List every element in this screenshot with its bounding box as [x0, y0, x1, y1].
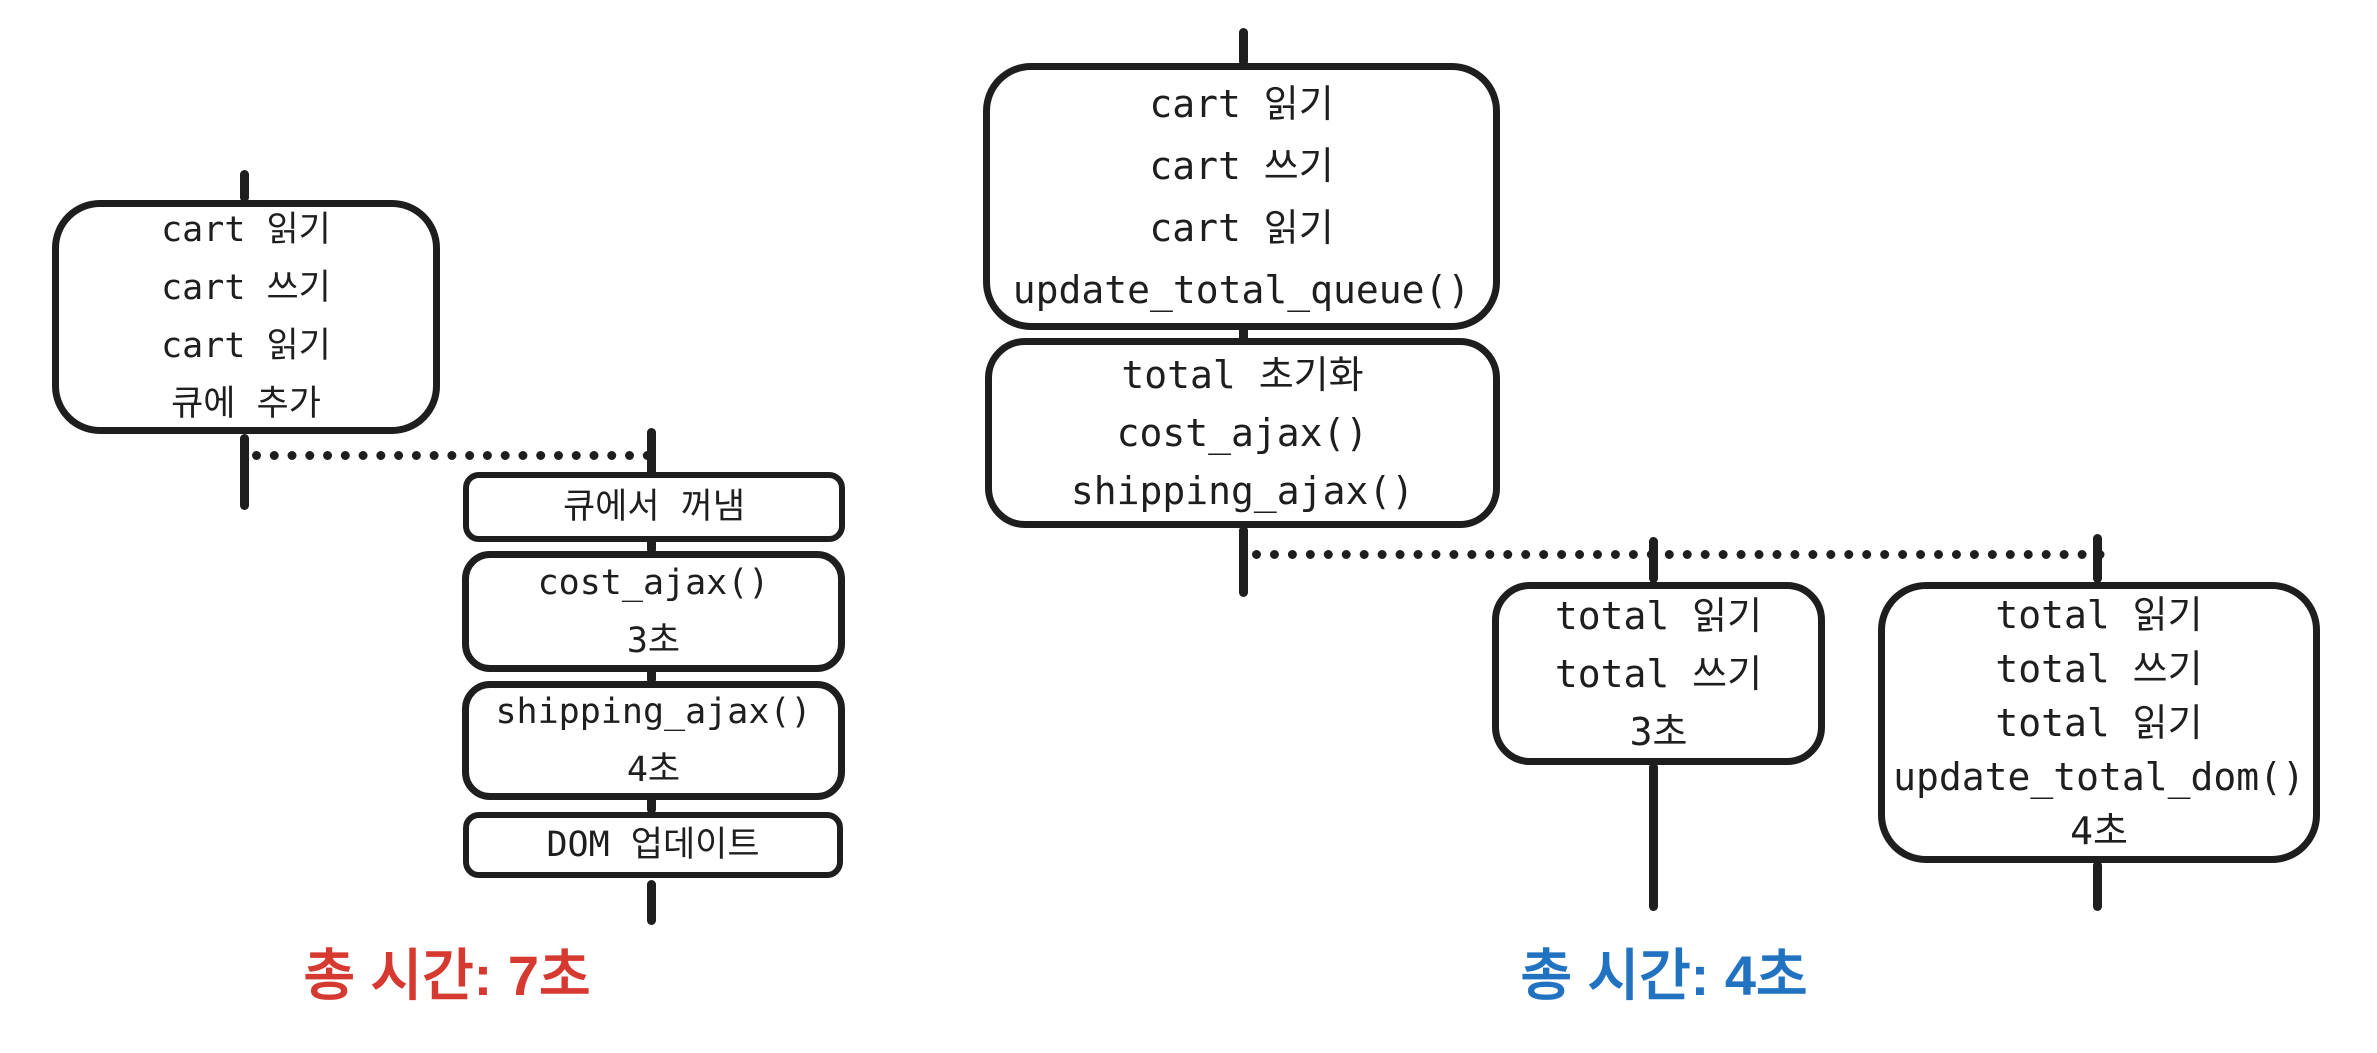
left-worker-timeline-line-bottom [647, 880, 656, 925]
box-line: 3초 [1629, 709, 1688, 754]
right-main-box-1: cart 읽기 cart 쓰기 cart 읽기 update_total_que… [983, 63, 1500, 330]
box-line: total 읽기 [1554, 593, 1763, 638]
right-main-timeline-tick-top [1239, 28, 1248, 66]
right-sync-dotted-line [1252, 550, 2105, 559]
cost-ajax-box: cost_ajax() 3초 [462, 551, 845, 672]
left-total-time-label: 총 시간: 7초 [303, 944, 591, 1007]
right-main-box-2: total 초기화 cost_ajax() shipping_ajax() [985, 338, 1500, 528]
left-worker-timeline-tick-top [647, 428, 656, 480]
box-line: cart 읽기 [161, 210, 331, 250]
left-main-timeline-tick-top [240, 170, 249, 202]
box-line: shipping_ajax() [495, 691, 812, 732]
box-line: total 쓰기 [1554, 651, 1763, 696]
box-line: total 읽기 [1995, 592, 2203, 637]
box-line: 큐에 추가 [171, 384, 321, 424]
box-line: total 읽기 [1995, 700, 2203, 745]
right-worker1-box: total 읽기 total 쓰기 3초 [1492, 582, 1825, 765]
dequeue-box: 큐에서 꺼냄 [463, 472, 845, 542]
box-line: DOM 업데이트 [546, 825, 760, 865]
left-worker-timeline-segment [647, 538, 656, 554]
shipping-ajax-box: shipping_ajax() 4초 [462, 681, 845, 800]
box-line: total 초기화 [1121, 353, 1364, 397]
box-line: total 쓰기 [1995, 646, 2203, 691]
left-worker-timeline-segment [647, 668, 656, 684]
left-sync-dotted-line [252, 451, 652, 460]
right-worker2-timeline-line-bottom [2093, 861, 2102, 911]
box-line: cart 읽기 [161, 326, 331, 366]
left-main-timeline-line [240, 434, 249, 510]
right-worker2-box: total 읽기 total 쓰기 total 읽기 update_total_… [1878, 582, 2320, 863]
right-worker1-timeline-line-bottom [1649, 763, 1658, 911]
right-worker1-timeline-tick-top [1649, 537, 1658, 583]
box-line: cart 읽기 [1149, 81, 1334, 126]
dom-update-box: DOM 업데이트 [463, 812, 843, 878]
box-line: cost_ajax() [1116, 411, 1369, 455]
box-line: update_total_queue() [1012, 267, 1471, 312]
box-line: 큐에서 꺼냄 [562, 487, 746, 527]
box-line: cart 쓰기 [161, 268, 331, 308]
box-line: 4초 [2070, 808, 2128, 853]
right-worker2-timeline-tick-top [2093, 534, 2102, 583]
left-worker-timeline-segment [647, 796, 656, 814]
box-line: update_total_dom() [1893, 754, 2305, 799]
left-main-box: cart 읽기 cart 쓰기 cart 읽기 큐에 추가 [52, 200, 440, 434]
box-line: cost_ajax() [537, 562, 770, 603]
box-line: shipping_ajax() [1070, 469, 1415, 513]
box-line: 3초 [626, 620, 681, 661]
box-line: 4초 [626, 749, 681, 790]
right-main-timeline-segment [1239, 322, 1248, 346]
right-total-time-label: 총 시간: 4초 [1520, 944, 1808, 1007]
right-main-timeline-line-bottom [1239, 526, 1248, 597]
box-line: cart 쓰기 [1149, 143, 1334, 188]
box-line: cart 읽기 [1149, 205, 1334, 250]
